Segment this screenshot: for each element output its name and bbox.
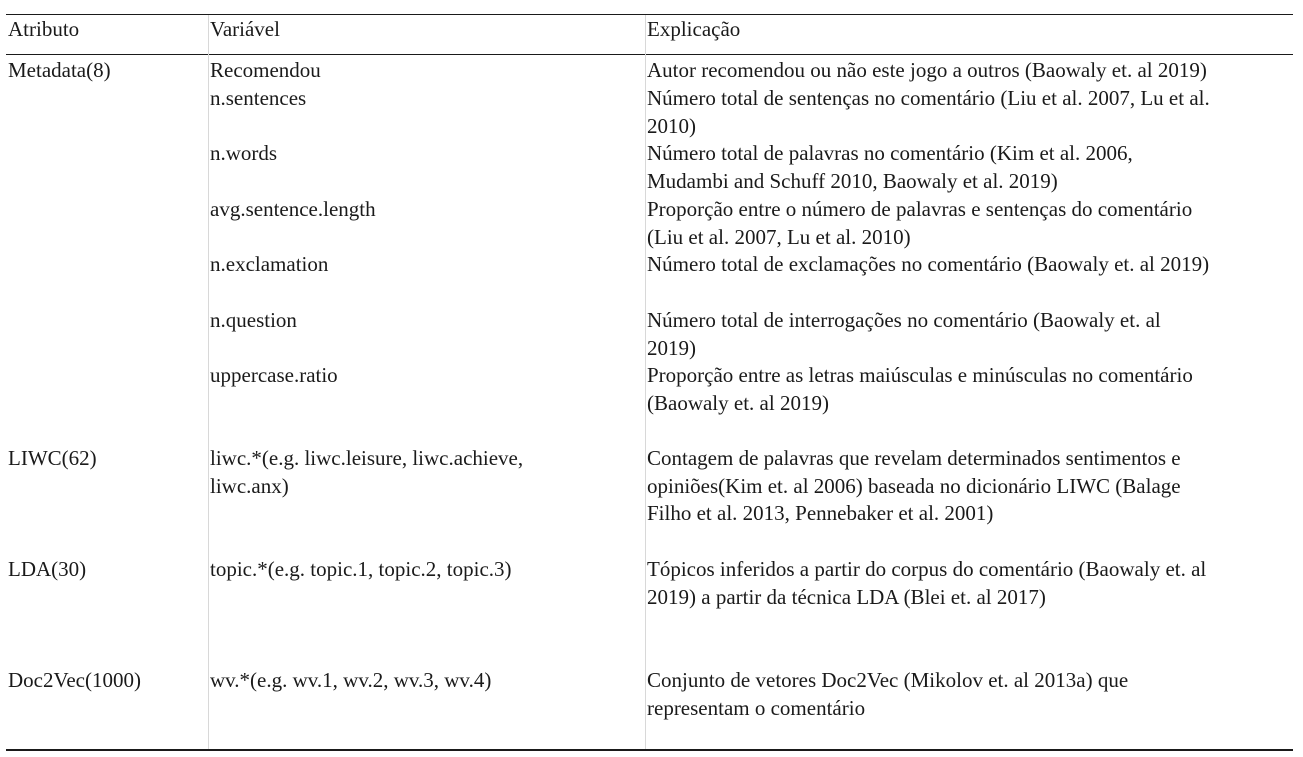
explanation-n-question-line-2: 2019) <box>647 335 696 360</box>
explanation-uppercase-ratio-line-2: (Baowaly et. al 2019) <box>647 390 829 415</box>
column-divider-2 <box>645 15 646 749</box>
variable-n-question: n.question <box>210 308 297 332</box>
variable-topic: topic.*(e.g. topic.1, topic.2, topic.3) <box>210 557 512 581</box>
explanation-recomendou: Autor recomendou ou não este jogo a outr… <box>647 58 1207 82</box>
variable-n-exclamation: n.exclamation <box>210 252 329 276</box>
variable-uppercase-ratio: uppercase.ratio <box>210 363 338 387</box>
explanation-topic-line-2: 2019) a partir da técnica LDA (Blei et. … <box>647 584 1046 609</box>
variable-wv: wv.*(e.g. wv.1, wv.2, wv.3, wv.4) <box>210 668 492 692</box>
explanation-n-exclamation: Número total de exclamações no comentári… <box>647 252 1210 276</box>
header-explicacao: Explicação <box>647 17 741 41</box>
attribute-metadata: Metadata(8) <box>8 58 111 82</box>
explanation-topic-line-1: Tópicos inferidos a partir do corpus do … <box>647 557 1207 581</box>
attribute-lda: LDA(30) <box>8 557 87 581</box>
variable-liwc-line-2: liwc.anx) <box>210 473 289 498</box>
variable-liwc-line-1: liwc.*(e.g. liwc.leisure, liwc.achieve, <box>210 446 524 470</box>
column-divider-1 <box>208 15 209 749</box>
explanation-uppercase-ratio-line-1: Proporção entre as letras maiúsculas e m… <box>647 363 1193 387</box>
explanation-n-words-line-1: Número total de palavras no comentário (… <box>647 141 1133 165</box>
explanation-avg-sentence-length-line-1: Proporção entre o número de palavras e s… <box>647 197 1193 221</box>
explanation-n-words-line-2: Mudambi and Schuff 2010, Baowaly et al. … <box>647 168 1058 193</box>
explanation-avg-sentence-length-line-2: (Liu et al. 2007, Lu et al. 2010) <box>647 224 911 249</box>
explanation-liwc-line-3: Filho et al. 2013, Pennebaker et al. 200… <box>647 501 994 525</box>
attribute-liwc: LIWC(62) <box>8 446 97 470</box>
variable-avg-sentence-length: avg.sentence.length <box>210 197 376 221</box>
header-atributo: Atributo <box>8 17 80 41</box>
variable-n-sentences: n.sentences <box>210 86 307 110</box>
explanation-wv-line-1: Conjunto de vetores Doc2Vec (Mikolov et.… <box>647 668 1129 692</box>
variable-n-words: n.words <box>210 141 278 165</box>
variable-recomendou: Recomendou <box>210 58 321 82</box>
explanation-liwc-line-1: Contagem de palavras que revelam determi… <box>647 446 1181 470</box>
explanation-n-sentences-line-1: Número total de sentenças no comentário … <box>647 86 1210 110</box>
header-bottom-rule <box>6 54 1293 55</box>
explanation-liwc-line-2: opiniões(Kim et. al 2006) baseada no dic… <box>647 473 1181 498</box>
explanation-n-sentences-line-2: 2010) <box>647 113 696 138</box>
explanation-wv-line-2: representam o comentário <box>647 695 866 720</box>
table-bottom-rule <box>6 749 1293 751</box>
header-variavel: Variável <box>210 17 280 41</box>
attribute-doc2vec: Doc2Vec(1000) <box>8 668 141 692</box>
table-top-rule <box>6 14 1293 15</box>
explanation-n-question-line-1: Número total de interrogações no comentá… <box>647 308 1161 332</box>
